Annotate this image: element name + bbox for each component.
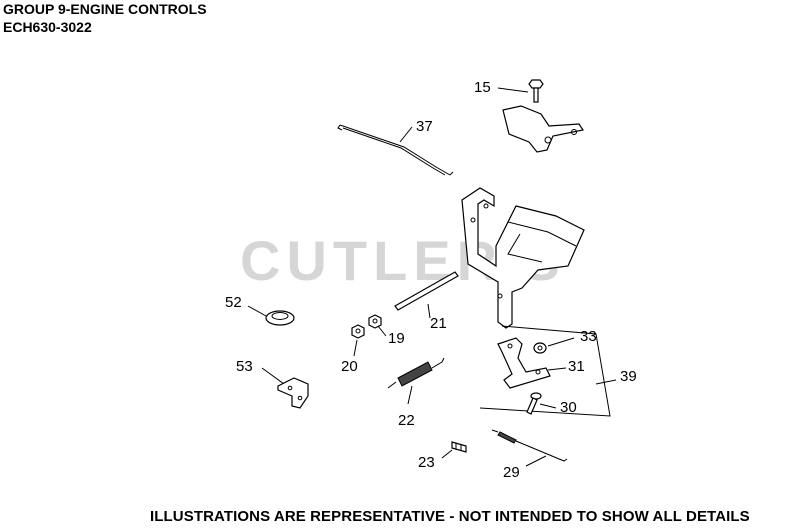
callout-22: 22 bbox=[398, 412, 415, 429]
callout-29: 29 bbox=[503, 464, 520, 481]
throttle-lever-bracket bbox=[502, 105, 584, 153]
callout-21: 21 bbox=[430, 315, 447, 332]
callout-20: 20 bbox=[341, 358, 358, 375]
part-23-clip bbox=[441, 441, 467, 459]
callout-53: 53 bbox=[236, 358, 253, 375]
part-15-bolt bbox=[497, 79, 544, 103]
diagram-title: GROUP 9-ENGINE CONTROLS bbox=[3, 1, 207, 17]
callout-52: 52 bbox=[225, 294, 242, 311]
part-52-bushing bbox=[247, 305, 295, 326]
part-21-shaft bbox=[394, 271, 459, 319]
callout-30: 30 bbox=[560, 399, 577, 416]
part-39-group-outline bbox=[479, 325, 617, 417]
callout-23: 23 bbox=[418, 454, 435, 471]
callout-33: 33 bbox=[580, 328, 597, 345]
engine-control-bracket bbox=[461, 187, 585, 329]
part-31-lever bbox=[497, 337, 567, 389]
part-29-cable bbox=[491, 429, 568, 467]
disclaimer-footer: ILLUSTRATIONS ARE REPRESENTATIVE - NOT I… bbox=[150, 508, 750, 525]
callout-31: 31 bbox=[568, 358, 585, 375]
callout-19: 19 bbox=[388, 330, 405, 347]
model-number: ECH630-3022 bbox=[3, 19, 92, 35]
part-37-control-rod bbox=[337, 124, 454, 176]
part-22-spring bbox=[387, 357, 445, 405]
callout-39: 39 bbox=[620, 368, 637, 385]
callout-15: 15 bbox=[474, 79, 491, 96]
part-53-bracket bbox=[261, 367, 309, 409]
callout-37: 37 bbox=[416, 118, 433, 135]
part-20-nut bbox=[351, 324, 365, 357]
part-33-washer bbox=[533, 337, 575, 354]
part-19-nut bbox=[368, 314, 387, 337]
part-30-pin bbox=[526, 392, 557, 415]
